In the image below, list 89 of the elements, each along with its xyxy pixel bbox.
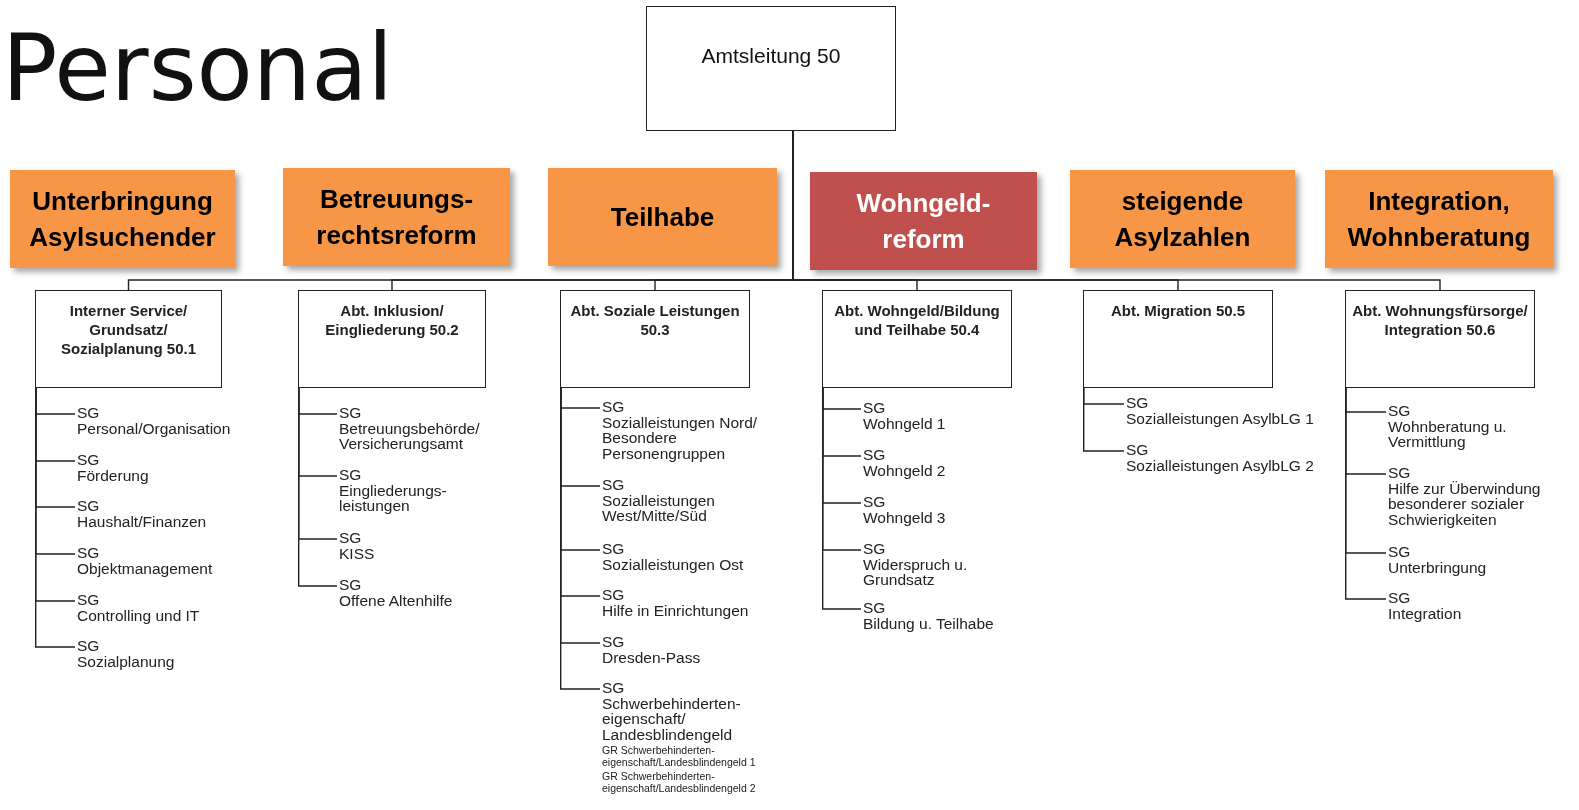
box-label: Wohngeld- reform (855, 187, 992, 256)
unit-abbreviation: SG (339, 530, 363, 546)
unit-name: Hilfe zur Überwindung besonderer sozialer Schwierigkeiten (1388, 480, 1542, 527)
unit-name: Sozialplanung (77, 653, 176, 669)
box-label: Abt. Inklusion/ Eingliederung 50.2 (324, 301, 460, 339)
box-label: Unterbringung Asylsuchender (28, 185, 217, 254)
unit-abbreviation: SG (77, 452, 101, 468)
unit-abbreviation: SG (863, 400, 887, 416)
unit-name: Förderung (77, 467, 150, 483)
unit-abbreviation: SG (77, 638, 101, 654)
department-box (1345, 290, 1535, 388)
unit-name: Sozialleistungen Ost (602, 556, 745, 572)
box-label: Interner Service/ Grundsatz/ Sozialplanung 50.1 (60, 301, 197, 358)
connector-line (1345, 387, 1387, 600)
unit-name: Sozialleistungen AsylbLG 1 (1126, 410, 1315, 426)
unit-name: Offene Altenhilfe (339, 592, 454, 608)
unit-abbreviation: SG (77, 498, 101, 514)
unit-abbreviation: SG (1126, 442, 1150, 458)
department-box (560, 290, 750, 388)
unit-name: Sozialleistungen AsylbLG 2 (1126, 457, 1315, 473)
connector-line (1083, 387, 1125, 452)
unit-abbreviation: SG (602, 541, 626, 557)
topic-callout-box (1325, 170, 1553, 268)
unit-abbreviation: SG (1388, 590, 1412, 606)
unit-abbreviation: SG (1388, 465, 1412, 481)
unit-abbreviation: SG (602, 399, 626, 415)
unit-name: KISS (339, 545, 376, 561)
unit-abbreviation: SG (602, 587, 626, 603)
box-label: Amtsleitung 50 (700, 43, 842, 69)
unit-name: Sozialleistungen Nord/ Besondere Personengruppen (602, 414, 759, 461)
unit-name: Wohngeld 1 (863, 415, 947, 431)
unit-name: Integration (1388, 605, 1463, 621)
unit-abbreviation: SG (1126, 395, 1150, 411)
unit-abbreviation: SG (77, 545, 101, 561)
unit-name: Dresden-Pass (602, 649, 702, 665)
topic-callout-box (283, 168, 510, 266)
slide-title: Personal (2, 14, 394, 124)
unit-abbreviation: SG (1388, 544, 1412, 560)
department-box (35, 290, 222, 388)
unit-abbreviation: SG (1388, 403, 1412, 419)
topic-callout-box (1070, 170, 1295, 268)
topic-callout-box (10, 170, 235, 268)
unit-name: Controlling und IT (77, 607, 201, 623)
unit-abbreviation: SG (602, 634, 626, 650)
unit-name: Eingliederungs- leistungen (339, 482, 448, 514)
unit-name: Unterbringung (1388, 559, 1488, 575)
unit-abbreviation: SG (77, 592, 101, 608)
group-note: GR Schwerbehinderten- eigenschaft/Landesblindengeld 2 (602, 770, 757, 794)
unit-name: Personal/Organisation (77, 420, 232, 436)
unit-abbreviation: SG (863, 541, 887, 557)
unit-abbreviation: SG (339, 577, 363, 593)
box-label: Abt. Migration 50.5 (1109, 301, 1247, 320)
topic-callout-box (548, 168, 777, 266)
unit-name: Wohngeld 2 (863, 462, 947, 478)
topic-callout-box (810, 172, 1037, 270)
box-label: Abt. Wohngeld/Bildung und Teilhabe 50.4 (833, 301, 1001, 339)
box-label: Integration, Wohnberatung (1346, 185, 1532, 254)
unit-abbreviation: SG (602, 477, 626, 493)
box-label: steigende Asylzahlen (1113, 185, 1252, 254)
unit-name: Betreuungsbehörde/ Versicherungsamt (339, 420, 481, 452)
unit-abbreviation: SG (339, 405, 363, 421)
unit-abbreviation: SG (863, 600, 887, 616)
box-label: Abt. Soziale Leistungen 50.3 (569, 301, 741, 339)
unit-name: Widerspruch u. Grundsatz (863, 556, 969, 588)
unit-name: Hilfe in Einrichtungen (602, 602, 750, 618)
group-note: GR Schwerbehinderten- eigenschaft/Landesblindengeld 1 (602, 744, 757, 768)
unit-name: Wohngeld 3 (863, 509, 947, 525)
box-label: Betreuungs- rechtsreform (315, 183, 478, 252)
unit-abbreviation: SG (339, 467, 363, 483)
unit-name: Schwerbehinderten- eigenschaft/ Landesblindengeld (602, 695, 742, 742)
unit-name: Haushalt/Finanzen (77, 513, 208, 529)
unit-abbreviation: SG (602, 680, 626, 696)
head-office-box (646, 6, 896, 131)
department-box (1083, 290, 1273, 388)
department-box (822, 290, 1012, 388)
unit-abbreviation: SG (77, 405, 101, 421)
department-box (298, 290, 486, 388)
box-label: Abt. Wohnungsfürsorge/ Integration 50.6 (1352, 301, 1528, 339)
connector-line (35, 387, 76, 648)
box-label: Teilhabe (610, 201, 715, 234)
connector-line (298, 387, 338, 587)
unit-name: Wohnberatung u. Vermittlung (1388, 418, 1508, 450)
unit-abbreviation: SG (863, 447, 887, 463)
connector-line (560, 387, 601, 690)
connector-line (822, 387, 862, 610)
unit-name: Sozialleistungen West/Mitte/Süd (602, 492, 716, 524)
unit-abbreviation: SG (863, 494, 887, 510)
unit-name: Objektmanagement (77, 560, 214, 576)
unit-name: Bildung u. Teilhabe (863, 615, 995, 631)
